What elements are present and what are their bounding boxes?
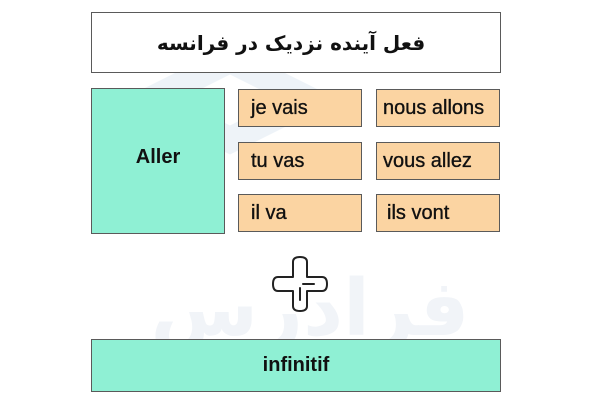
verb-label: Aller: [135, 145, 181, 168]
conjugation-label: tu vas: [251, 149, 305, 172]
conjugation-label: nous allons: [383, 96, 485, 119]
conjugation-label: ils vont: [387, 201, 450, 224]
conjugation-il: il va: [238, 194, 362, 232]
conjugation-ils: ils vont: [376, 194, 500, 232]
verb-box: Aller: [91, 88, 225, 234]
conjugation-label: vous allez: [383, 149, 472, 172]
title-box: فعل آینده نزدیک در فرانسه: [91, 12, 501, 73]
conjugation-je: je vais: [238, 89, 362, 127]
conjugation-vous: vous allez: [376, 142, 500, 180]
conjugation-label: je vais: [251, 96, 308, 119]
page-title: فعل آینده نزدیک در فرانسه: [156, 30, 426, 55]
conjugation-label: il va: [251, 201, 287, 224]
infinitive-label: infinitif: [262, 354, 330, 376]
conjugation-tu: tu vas: [238, 142, 362, 180]
plus-icon: [272, 256, 328, 312]
conjugation-nous: nous allons: [376, 89, 500, 127]
infinitive-box: infinitif: [91, 339, 501, 392]
